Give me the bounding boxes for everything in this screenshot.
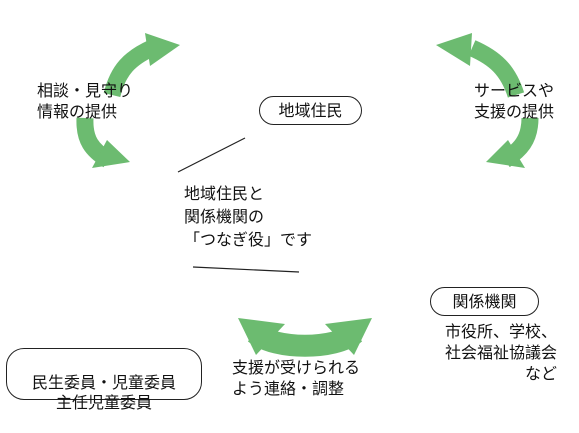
node-welfare-commissioners: 民生委員・児童委員 主任児童委員 [6, 348, 202, 412]
connector-line-lower [192, 266, 300, 273]
flow-services-label: サービスや 支援の提供 [474, 81, 555, 121]
node-residents-label: 地域住民 [278, 101, 343, 120]
connector-line-upper [177, 137, 246, 173]
agencies-examples: 市役所、学校、 社会福祉協議会 など [444, 322, 557, 383]
diagram-artwork [76, 33, 539, 357]
node-welfare-commissioners-label: 民生委員・児童委員 主任児童委員 [31, 373, 176, 412]
cycle-arrow-right [436, 33, 539, 168]
node-agencies: 関係機関 [430, 287, 539, 316]
flow-consult-label: 相談・見守り 情報の提供 [37, 81, 134, 121]
node-agencies-label: 関係機関 [452, 292, 517, 311]
role-diagram: 地域住民 関係機関 市役所、学校、 社会福祉協議会 など 民生委員・児童委員 主… [6, 33, 557, 412]
cycle-arrow-bottom [238, 318, 372, 357]
node-residents: 地域住民 [259, 96, 362, 125]
center-role-label: 地域住民と 関係機関の 「つなぎ役」です [184, 184, 313, 249]
flow-coordinate-label: 支援が受けられる よう連絡・調整 [232, 358, 361, 398]
cycle-arrow-left [76, 33, 180, 168]
